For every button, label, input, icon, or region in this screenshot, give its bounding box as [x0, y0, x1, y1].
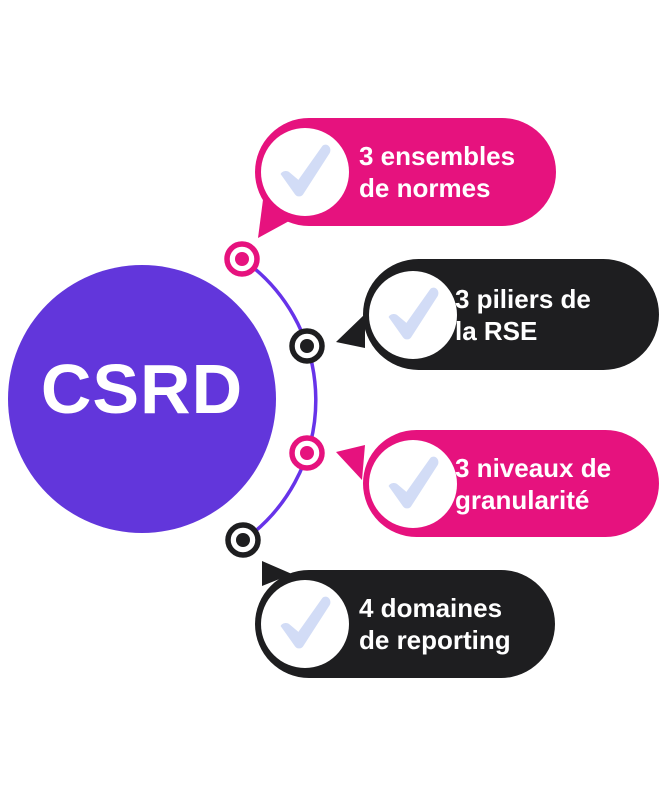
pill-label-line2: granularité: [455, 484, 590, 515]
pill-piliers-rse: 3 piliers de la RSE: [336, 259, 659, 370]
check-badge: [261, 128, 349, 216]
timeline-node-1: [224, 241, 260, 277]
pill-label-line2: de reporting: [359, 625, 511, 655]
check-icon: [388, 456, 439, 508]
pill-label: 3 piliers de la RSE: [455, 283, 591, 347]
check-badge: [369, 439, 457, 528]
pill-label-line2: la RSE: [455, 315, 538, 346]
pill-label: 3 niveaux de granularité: [455, 452, 611, 516]
csrd-circle: CSRD: [8, 265, 276, 533]
timeline-node-4: [225, 522, 261, 558]
check-badge: [261, 580, 349, 668]
speech-tail-icon: [336, 445, 365, 480]
check-badge: [369, 270, 457, 359]
speech-tail-icon: [258, 192, 302, 238]
pill-ensembles-de-normes: 3 ensembles de normes: [255, 118, 556, 238]
speech-tail-icon: [336, 314, 365, 348]
check-icon: [388, 287, 439, 339]
pill-label-line1: 4 domaines: [359, 593, 503, 623]
pill-domaines-reporting: 4 domaines de reporting: [255, 561, 555, 678]
pill-label: 4 domaines de reporting: [359, 592, 511, 656]
pill-label: 3 ensembles de normes: [359, 140, 515, 204]
csrd-label: CSRD: [40, 350, 244, 428]
pill-niveaux-granularite: 3 niveaux de granularité: [336, 430, 659, 537]
check-icon: [280, 144, 331, 197]
pill-label-line2: de normes: [359, 173, 491, 203]
pill-label-line1: 3 ensembles: [359, 141, 516, 171]
speech-tail-icon: [262, 561, 292, 586]
pill-label-line1: 3 niveaux de: [455, 452, 612, 483]
pill-label-line1: 3 piliers de: [455, 283, 591, 314]
timeline-node-3: [289, 435, 325, 471]
check-icon: [280, 596, 331, 649]
timeline-node-2: [289, 328, 325, 364]
